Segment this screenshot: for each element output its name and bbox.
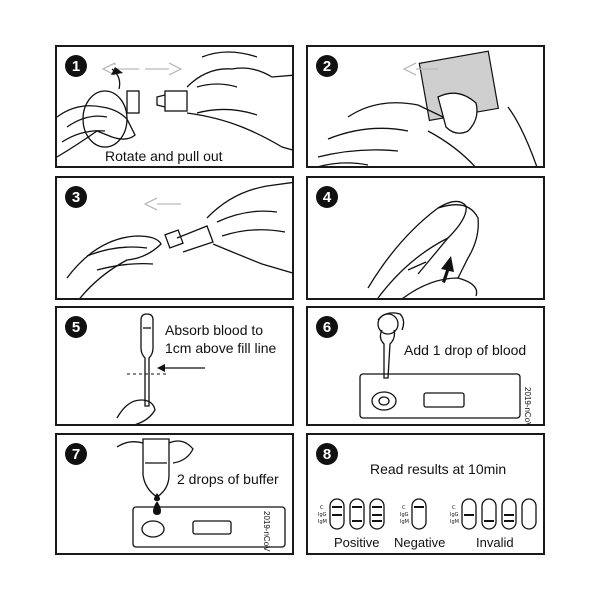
step-number-badge: 4: [316, 186, 338, 208]
step-7-caption: 2 drops of buffer: [177, 471, 279, 487]
step-number-badge: 3: [65, 186, 87, 208]
result-label-positive: Positive: [334, 535, 380, 550]
result-cassette: [481, 498, 497, 530]
device-label: 2019-nCoV: [523, 387, 532, 426]
buffer-bottle: [142, 438, 170, 498]
step-2-panel: 2: [306, 45, 545, 168]
step-8-caption: Read results at 10min: [370, 461, 507, 477]
hand: [116, 399, 156, 424]
svg-text:IgG: IgG: [318, 512, 327, 518]
step-6-panel: 6 Add 1 drop of blood 2019-nCoV: [306, 306, 545, 426]
step-6-illustration: [359, 312, 521, 419]
left-hand: [57, 105, 136, 158]
step-number-badge: 6: [316, 316, 338, 338]
sample-well: [371, 391, 397, 411]
svg-text:IgG: IgG: [400, 512, 409, 518]
up-arrow-icon: [441, 256, 454, 283]
step-1-panel: 1 Rotate and pull out: [55, 45, 294, 168]
hand: [377, 312, 405, 331]
svg-text:IgM: IgM: [450, 519, 459, 525]
step-5-illustration: [116, 313, 205, 424]
result-label-invalid: Invalid: [476, 535, 514, 550]
step-6-caption: Add 1 drop of blood: [404, 342, 527, 358]
step-3-panel: 3: [55, 176, 294, 300]
step-5-caption-line2: 1cm above fill line: [165, 340, 277, 356]
result-cassette: [501, 498, 517, 530]
lancet-body: [164, 90, 188, 112]
step-3-illustration: [66, 181, 292, 298]
step-number-badge: 5: [65, 316, 87, 338]
test-cassette: [359, 373, 521, 419]
step-5-panel: 5 Absorb blood to 1cm above fill line: [55, 306, 294, 426]
step-5-caption-line1: Absorb blood to: [165, 322, 264, 338]
right-hand: [206, 181, 292, 274]
thumb: [437, 92, 478, 134]
result-window: [423, 392, 465, 408]
direction-arrow: [402, 62, 438, 76]
step-4-panel: 4: [306, 176, 545, 300]
svg-text:C: C: [402, 505, 406, 511]
step-1-illustration: [57, 51, 292, 158]
result-cassette: [521, 498, 537, 530]
drop-icon: [153, 501, 161, 515]
result-label-negative: Negative: [394, 535, 446, 550]
test-cassette: [132, 506, 286, 548]
lancet-cap: [126, 90, 140, 114]
svg-text:C: C: [452, 505, 456, 511]
svg-text:IgM: IgM: [318, 519, 327, 525]
right-hand: [186, 67, 292, 151]
result-cassette: [369, 498, 385, 530]
step-number-badge: 2: [316, 55, 338, 77]
device-label: 2019-nCoV: [262, 511, 271, 552]
result-cassette: [349, 498, 365, 530]
lancet: [164, 229, 184, 249]
step-7-illustration: [116, 438, 286, 548]
svg-text:IgM: IgM: [400, 519, 409, 525]
direction-arrows: [101, 62, 183, 76]
hand: [116, 440, 194, 464]
svg-text:C: C: [320, 505, 324, 511]
step-4-illustration: [367, 200, 479, 298]
sample-well: [141, 520, 165, 538]
step-1-caption: Rotate and pull out: [105, 148, 223, 164]
result-cassette: [411, 498, 427, 530]
step-number-badge: 1: [65, 55, 87, 77]
svg-text:IgG: IgG: [450, 512, 459, 518]
pipette: [140, 313, 154, 407]
step-7-panel: 7 2 drops of buffer 2019-nCoV: [55, 433, 294, 555]
left-hand: [66, 235, 162, 298]
step-2-illustration: [317, 50, 538, 166]
pointer-arrow: [157, 364, 205, 372]
result-cassette: [329, 498, 345, 530]
result-window: [192, 520, 232, 535]
step-number-badge: 7: [65, 443, 87, 465]
finger: [367, 200, 467, 289]
direction-arrow: [143, 197, 181, 211]
result-cassette: [461, 498, 477, 530]
step-number-badge: 8: [316, 443, 338, 465]
